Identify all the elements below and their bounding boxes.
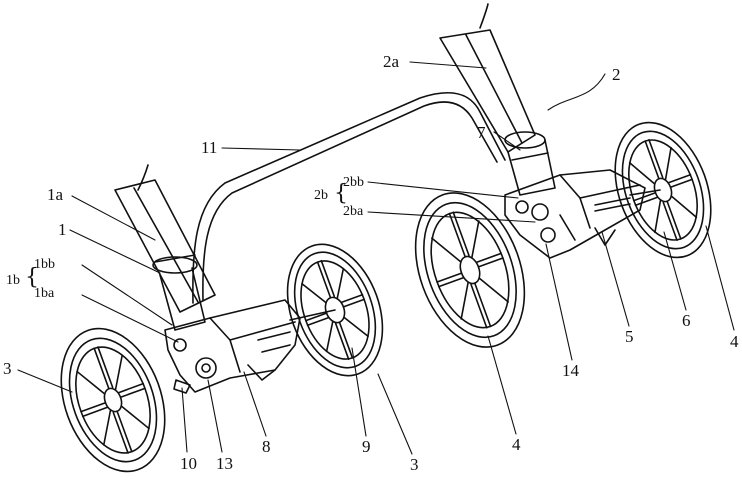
wheel-left-front — [60, 327, 166, 473]
left-bracket — [164, 299, 301, 394]
upper-tube-right — [439, 3, 556, 196]
wheel-left-rear — [286, 243, 384, 377]
brace-1b: { — [25, 265, 39, 290]
label-2bb: 2bb — [343, 175, 364, 190]
label-13: 13 — [216, 454, 233, 473]
wheel-right-rear — [614, 121, 712, 259]
label-7: 7 — [477, 123, 486, 142]
label-2b: 2b — [314, 188, 328, 203]
leader-lines — [17, 61, 735, 455]
label-3-mid: 3 — [410, 455, 419, 474]
label-2a: 2a — [383, 52, 400, 71]
label-1a: 1a — [47, 185, 64, 204]
wheel-right-front — [414, 192, 526, 348]
right-bracket — [504, 169, 646, 259]
label-10: 10 — [180, 454, 197, 473]
label-1bb: 1bb — [34, 257, 55, 272]
label-3-left: 3 — [3, 359, 12, 378]
label-1b: 1b — [6, 273, 20, 288]
label-14: 14 — [562, 361, 579, 380]
label-5: 5 — [625, 327, 634, 346]
label-4-mid: 4 — [512, 435, 521, 454]
label-8: 8 — [262, 437, 271, 456]
upper-tube-left — [114, 164, 216, 331]
label-4-right: 4 — [730, 332, 739, 351]
connecting-bar — [192, 91, 506, 304]
label-2: 2 — [612, 65, 621, 84]
brace-2b: { — [334, 181, 348, 206]
label-1ba: 1ba — [34, 286, 55, 301]
label-2ba: 2ba — [343, 204, 364, 219]
label-11: 11 — [201, 138, 218, 157]
axles — [289, 189, 661, 321]
label-9: 9 — [362, 437, 371, 456]
label-1: 1 — [58, 220, 67, 239]
label-6: 6 — [682, 311, 691, 330]
